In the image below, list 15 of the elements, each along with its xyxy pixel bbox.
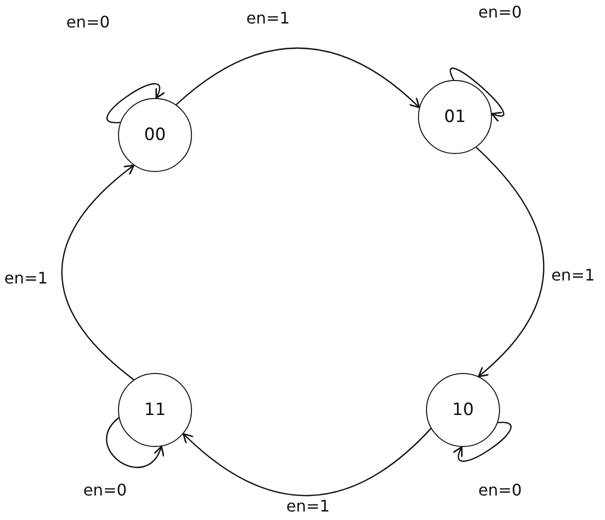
state-label: 11 [144,400,166,420]
self-loop-arrow [106,83,165,123]
transition-arrow [182,428,432,496]
state-label: 01 [444,107,466,127]
transition-arrow [476,146,544,378]
state-label: 00 [144,125,166,145]
self-loop-arrow [450,68,504,122]
state-circle [418,80,492,154]
state-circle [118,98,192,172]
transition-arrow [61,164,135,380]
self-loop-arrow [453,422,512,462]
transition-arrow [176,47,420,108]
self-loop-arrow [106,417,164,468]
state-label: 10 [452,400,474,420]
state-circle [426,373,500,447]
